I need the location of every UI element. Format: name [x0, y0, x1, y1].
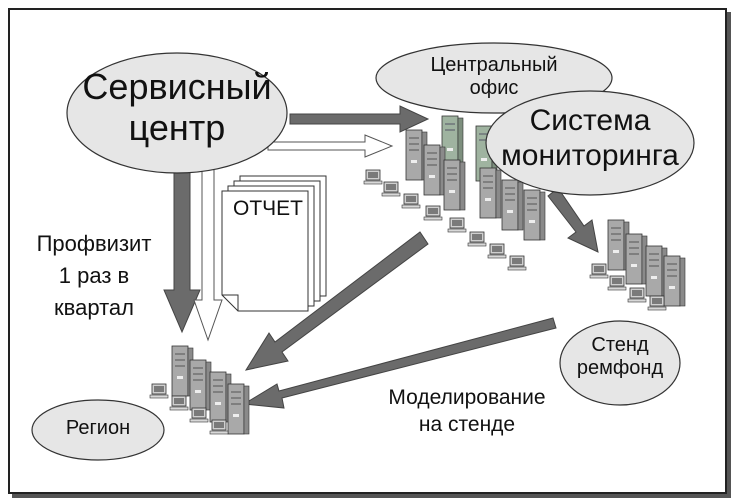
- arrow-service-to-region-light: [193, 164, 223, 342]
- central-office-label: Центральный офис: [430, 54, 558, 99]
- stand-servers: [589, 219, 686, 311]
- region-ellipse: [31, 399, 165, 461]
- monitoring-system-ellipse: [485, 90, 695, 196]
- service-center-ellipse: [66, 52, 288, 174]
- monitoring-system-label: Система мониторинга: [501, 104, 679, 172]
- arrow-stand-to-region: [242, 317, 557, 409]
- region-label: Регион: [65, 417, 131, 439]
- region-servers: [149, 345, 250, 435]
- profvisit-label: Профвизит 1 раз в квартал: [36, 231, 152, 320]
- arrow-office-to-region: [244, 231, 429, 371]
- arrow-monitoring-to-stand: [547, 187, 599, 253]
- service-center-label: Сервисный центр: [82, 66, 272, 149]
- arrow-service-to-office: [289, 105, 430, 133]
- report-document: [221, 175, 327, 312]
- stand-remfond-label: Стенд ремфонд: [576, 334, 664, 379]
- modeling-label: Моделирование на стенде: [388, 386, 546, 437]
- stand-remfond-ellipse: [559, 320, 681, 406]
- arrow-service-to-office-light: [267, 134, 394, 158]
- report-label: ОТЧЕТ: [233, 197, 303, 220]
- arrow-service-to-region-dark: [163, 171, 201, 334]
